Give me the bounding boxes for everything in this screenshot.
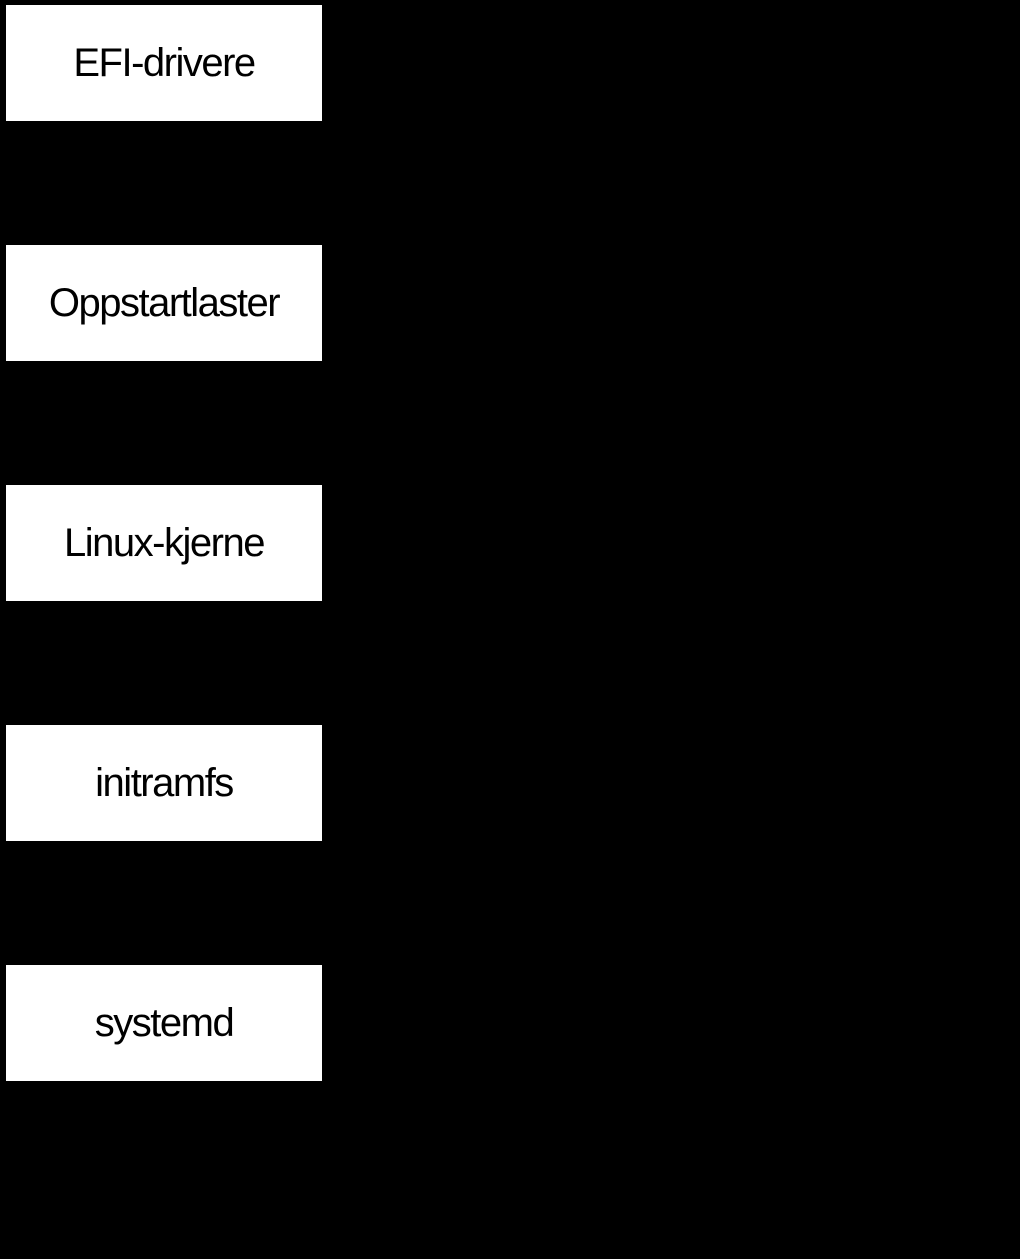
node-oppstartlaster: Oppstartlaster	[6, 245, 322, 361]
node-label: Oppstartlaster	[48, 280, 281, 325]
node-label: Linux-kjerne	[64, 520, 265, 565]
node-efi-drivere: EFI-drivere	[6, 5, 322, 121]
node-initramfs: initramfs	[6, 725, 322, 841]
node-systemd: systemd	[6, 965, 322, 1081]
node-label: initramfs	[95, 760, 234, 805]
node-linux-kjerne: Linux-kjerne	[6, 485, 322, 601]
node-label: systemd	[94, 1000, 235, 1045]
node-label: EFI-drivere	[73, 40, 256, 85]
